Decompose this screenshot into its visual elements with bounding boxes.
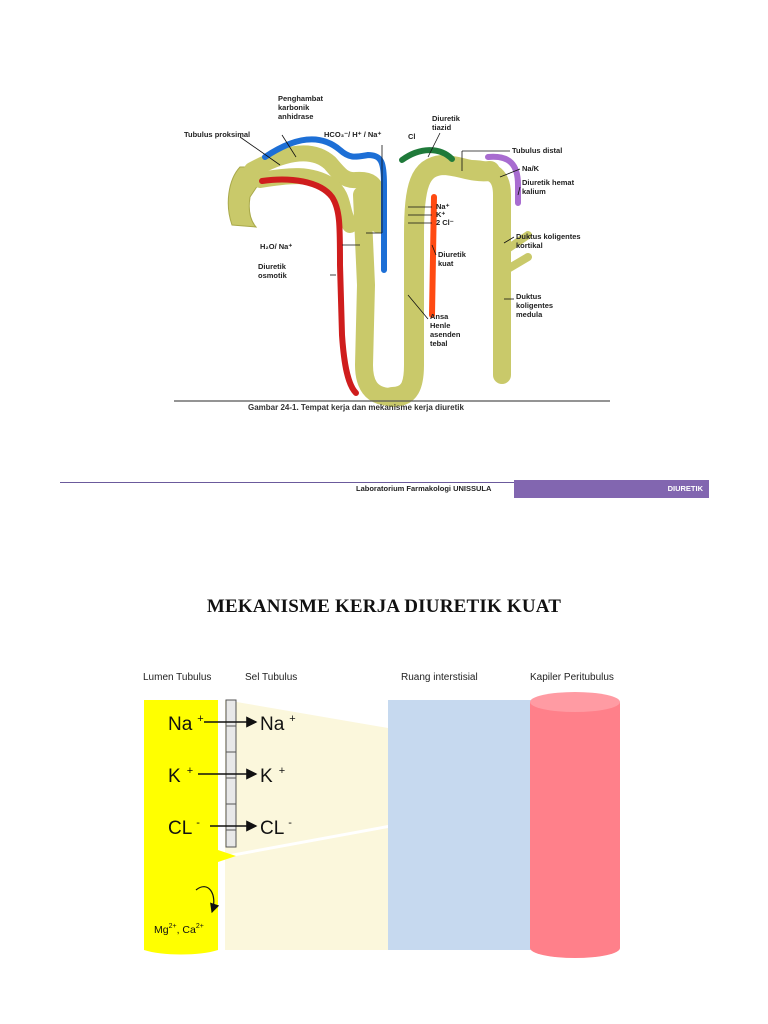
arrow-mg-ca — [195, 886, 220, 914]
cell-region-upper — [225, 700, 388, 855]
label-ansa-henle-3: asenden — [430, 330, 461, 339]
lumen-region — [144, 700, 218, 955]
label-penghambat-3: anhidrase — [278, 112, 313, 121]
ion-cl-lumen: CL- — [168, 817, 200, 839]
collecting-branch-2 — [502, 253, 532, 274]
header-section-label: DIURETIK — [667, 484, 703, 493]
cell-region-lower — [225, 828, 388, 950]
lumen-wedge — [218, 850, 236, 862]
ion-k-cell: K+ — [260, 765, 285, 787]
label-duktus-medula-2: koligentes — [516, 301, 553, 310]
ion-k-lumen: K+ — [168, 765, 193, 787]
label-penghambat-2: karbonik — [278, 103, 310, 112]
col-sel-tubulus: Sel Tubulus — [245, 672, 298, 683]
label-cl: Cl — [408, 132, 416, 141]
col-kapiler-peritubulus: Kapiler Peritubulus — [530, 672, 614, 683]
label-mg-ca: Mg2+, Ca2+ — [154, 923, 204, 936]
col-lumen-tubulus: Lumen Tubulus — [143, 672, 212, 683]
label-duktus-medula-3: medula — [516, 310, 543, 319]
header-rule — [60, 482, 514, 483]
ion-na-lumen: Na+ — [168, 713, 204, 735]
label-diuretik-hemat-1: Diuretik hemat — [522, 178, 575, 187]
label-nak: Na/K — [522, 164, 540, 173]
nephron-diagram: Penghambat karbonik anhidrase Tubulus pr… — [174, 94, 610, 407]
label-2cl: 2 Cl⁻ — [436, 218, 454, 227]
label-duktus-kortikal-1: Duktus koligentes — [516, 232, 581, 241]
transporter-column — [225, 699, 237, 848]
header-section-bar: DIURETIK — [514, 480, 709, 498]
label-penghambat-1: Penghambat — [278, 94, 324, 103]
collecting-duct — [461, 160, 511, 384]
interstitium-region — [388, 700, 533, 950]
label-diuretik-tiazid-1: Diuretik — [432, 114, 461, 123]
label-diuretik-osmotik-2: osmotik — [258, 271, 288, 280]
label-duktus-medula-1: Duktus — [516, 292, 541, 301]
label-na: Na⁺ — [436, 202, 450, 211]
mechanism-diagram: Na+ Na+ K+ K+ CL- CL- Mg2+, Ca2+ — [144, 692, 620, 958]
col-ruang-interstisial: Ruang interstisial — [401, 672, 478, 683]
orange-pathway — [429, 194, 437, 318]
ion-cl-cell: CL- — [260, 817, 292, 839]
label-diuretik-hemat-2: kalium — [522, 187, 546, 196]
label-hco3: HCO₃⁻/ H⁺ / Na⁺ — [324, 130, 381, 139]
collecting-branch-1 — [502, 231, 532, 254]
proximal-tubule — [244, 145, 386, 233]
purple-pathway — [485, 153, 521, 206]
label-k: K⁺ — [436, 210, 445, 219]
label-ansa-henle-4: tebal — [430, 339, 448, 348]
label-diuretik-tiazid-2: tiazid — [432, 123, 452, 132]
page-title: MEKANISME KERJA DIURETIK KUAT — [206, 596, 562, 617]
red-pathway — [259, 176, 359, 396]
ion-na-cell: Na+ — [260, 713, 296, 735]
label-ansa-henle-1: Ansa — [430, 312, 449, 321]
label-h2o-na: H₂O/ Na⁺ — [260, 242, 292, 251]
pointer-lines — [239, 132, 521, 320]
label-diuretik-kuat-1: Diuretik — [438, 250, 467, 259]
label-diuretik-kuat-2: kuat — [438, 259, 454, 268]
green-pathway — [399, 147, 455, 163]
label-tubulus-distal: Tubulus distal — [512, 146, 562, 155]
capillary-cylinder — [530, 692, 620, 958]
label-tubulus-proksimal: Tubulus proksimal — [184, 130, 250, 139]
header-lab-name: Laboratorium Farmakologi UNISSULA — [356, 484, 492, 493]
label-ansa-henle-2: Henle — [430, 321, 450, 330]
figure-caption: Gambar 24-1. Tempat kerja dan mekanisme … — [248, 403, 464, 412]
label-duktus-kortikal-2: kortikal — [516, 241, 543, 250]
label-diuretik-osmotik-1: Diuretik — [258, 262, 287, 271]
loop-ascending — [382, 154, 500, 407]
